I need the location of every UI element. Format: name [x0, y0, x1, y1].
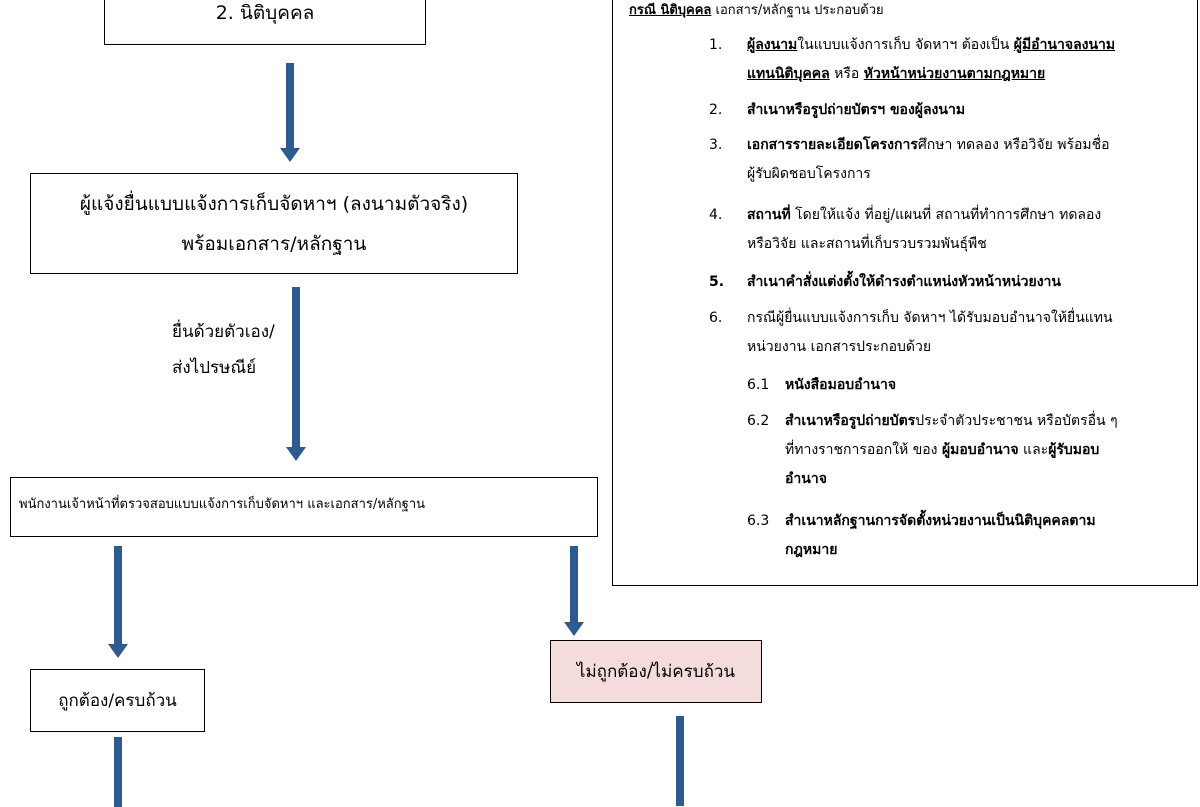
- req-item-2: สำเนาหรือรูปถ่ายบัตรฯ ของผู้ลงนาม: [747, 102, 966, 118]
- req-item-4-num: 4.: [709, 207, 723, 223]
- officer-check-box: พนักงานเจ้าหน้าที่ตรวจสอบแบบแจ้งการเก็บจ…: [10, 477, 598, 537]
- flow-arrow-2: [292, 287, 300, 447]
- flow-arrow-1: [286, 63, 294, 148]
- req-sub-6-3: สำเนาหลักฐานการจัดตั้งหน่วยงานเป็นนิติบุ…: [785, 513, 1096, 558]
- submit-method-line1: ยื่นด้วยตัวเอง/: [172, 322, 275, 342]
- req-item-1-num: 1.: [709, 37, 723, 53]
- requirements-panel: กรณี นิติบุคคล เอกสาร/หลักฐาน ประกอบด้วย…: [612, 0, 1198, 586]
- req-sub-6-1: หนังสือมอบอำนาจ: [785, 377, 897, 393]
- req-sub-6-2: สำเนาหรือรูปถ่ายบัตรประจำตัวประชาชน หรือ…: [785, 413, 1118, 487]
- req-item-3: เอกสารรายละเอียดโครงการศึกษา ทดลอง หรือว…: [747, 137, 1110, 182]
- req-item-1: ผู้ลงนามในแบบแจ้งการเก็บ จัดหาฯ ต้องเป็น…: [747, 37, 1116, 82]
- correct-box: ถูกต้อง/ครบถ้วน: [30, 669, 205, 732]
- legal-entity-title: 2. นิติบุคคล: [215, 1, 315, 24]
- flow-arrow-correct: [114, 546, 122, 644]
- submit-method-line2: ส่งไปรษณีย์: [172, 358, 257, 378]
- legal-entity-box: 2. นิติบุคคล: [104, 0, 426, 45]
- req-item-3-num: 3.: [709, 137, 723, 153]
- incorrect-box: ไม่ถูกต้อง/ไม่ครบถ้วน: [550, 640, 762, 703]
- submit-form-line1: ผู้แจ้งยื่นแบบแจ้งการเก็บจัดหาฯ (ลงนามตั…: [79, 192, 469, 215]
- req-item-5: สำเนาคำสั่งแต่งตั้งให้ดำรงตำแหน่งหัวหน้า…: [747, 274, 1061, 290]
- officer-check-text: พนักงานเจ้าหน้าที่ตรวจสอบแบบแจ้งการเก็บจ…: [19, 496, 426, 512]
- req-sub-6-2-num: 6.2: [747, 413, 770, 429]
- flow-arrow-incorrect-down: [676, 716, 684, 806]
- flow-arrow-incorrect: [570, 546, 578, 622]
- requirements-header: กรณี นิติบุคคล เอกสาร/หลักฐาน ประกอบด้วย: [629, 1, 884, 21]
- req-item-2-num: 2.: [709, 102, 723, 118]
- req-sub-6-3-num: 6.3: [747, 513, 770, 529]
- flow-arrow-correct-down: [114, 737, 122, 807]
- incorrect-label: ไม่ถูกต้อง/ไม่ครบถ้วน: [576, 662, 736, 682]
- req-item-6: กรณีผู้ยื่นแบบแจ้งการเก็บ จัดหาฯ ได้รับม…: [747, 310, 1113, 355]
- requirements-header-title: กรณี นิติบุคคล: [629, 3, 712, 18]
- requirements-header-rest: เอกสาร/หลักฐาน ประกอบด้วย: [711, 3, 884, 18]
- submit-form-box: ผู้แจ้งยื่นแบบแจ้งการเก็บจัดหาฯ (ลงนามตั…: [30, 173, 518, 274]
- req-item-5-num: 5.: [709, 274, 725, 290]
- req-item-4: สถานที่ โดยให้แจ้ง ที่อยู่/แผนที่ สถานที…: [747, 207, 1102, 252]
- req-sub-6-1-num: 6.1: [747, 377, 770, 393]
- req-item-6-num: 6.: [709, 310, 723, 326]
- correct-label: ถูกต้อง/ครบถ้วน: [58, 691, 177, 711]
- submit-method-note: ยื่นด้วยตัวเอง/ ส่งไปรษณีย์: [172, 314, 275, 386]
- submit-form-line2: พร้อมเอกสาร/หลักฐาน: [181, 232, 367, 255]
